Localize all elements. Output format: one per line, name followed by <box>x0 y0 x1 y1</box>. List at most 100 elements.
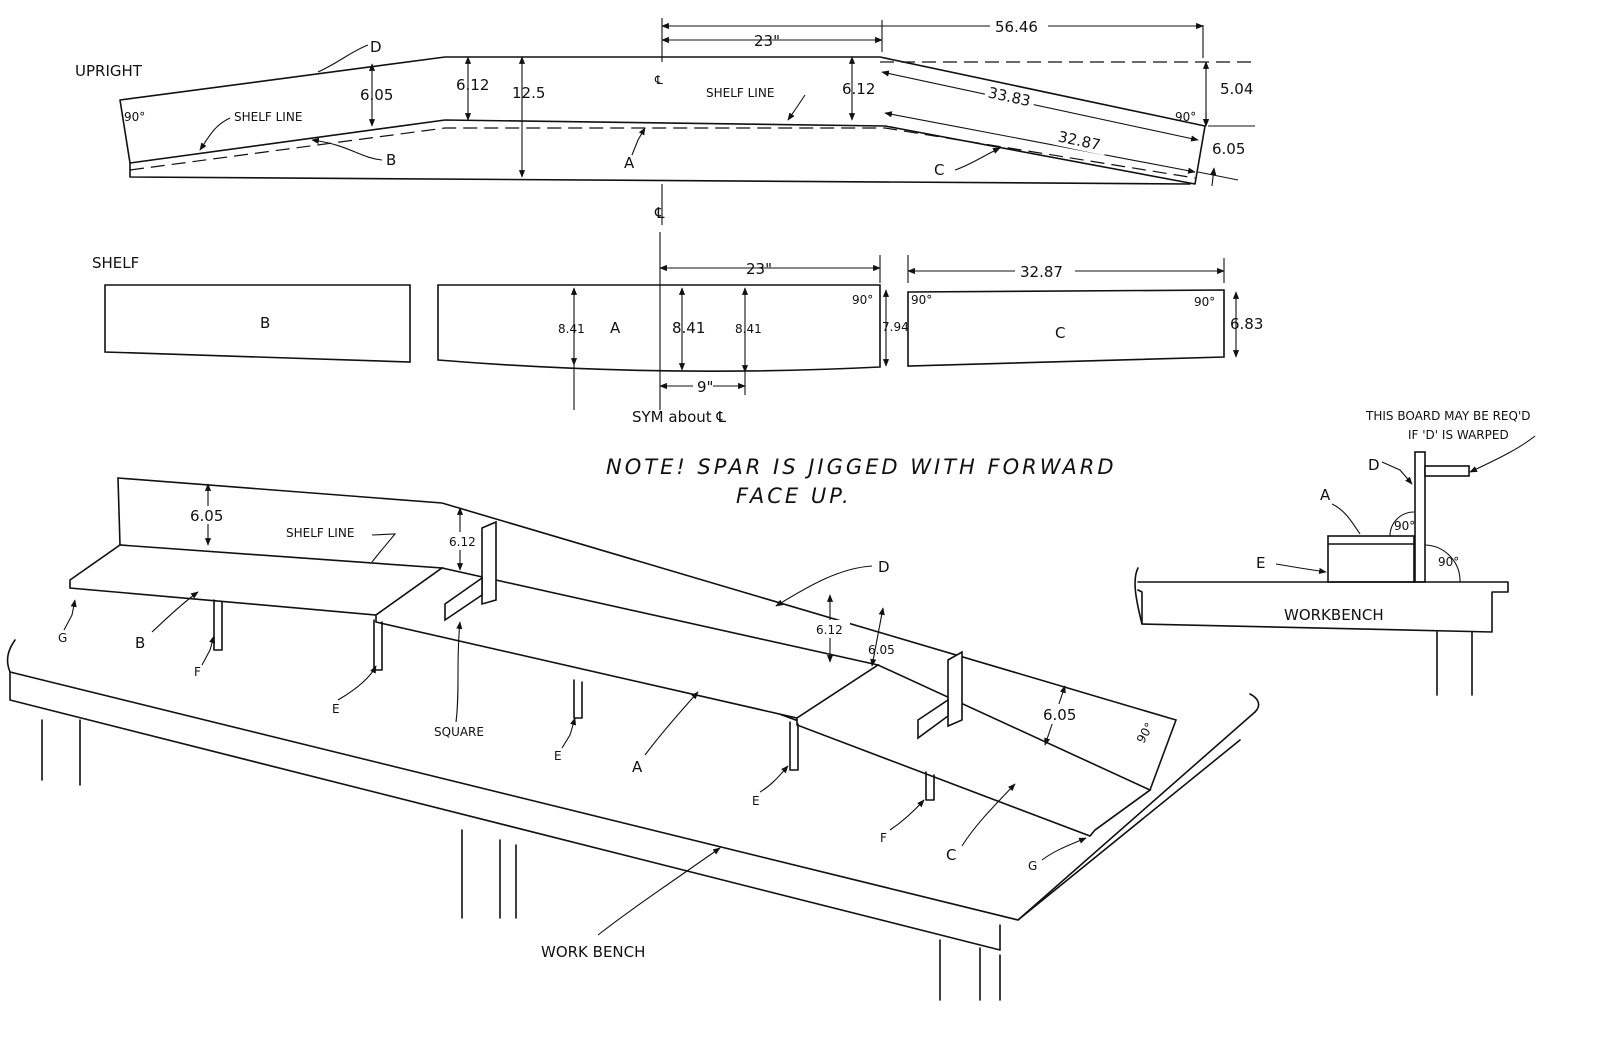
shelf-view: SHELF B A C 23" 32.87 8.41 8.41 8.41 9" … <box>92 232 1263 426</box>
upright-shelf-line <box>129 127 1196 179</box>
upright-dim-605-left: 6.05 <box>360 86 393 104</box>
iso-f2-leader <box>889 799 925 831</box>
shelf-dim-9: 9" <box>697 378 713 396</box>
shelf-label-b: B <box>260 314 270 332</box>
upright-view: UPRIGHT ℄ ℄ D 90° SHELF LINE SHELF LINE … <box>75 16 1255 225</box>
isometric-view: 6.05 SHELF LINE 6.12 D 6.12 6.05 6.05 90… <box>6 477 1260 1001</box>
shelf-panel-a <box>437 284 881 372</box>
side-label-bench: WORKBENCH <box>1284 606 1384 624</box>
iso-support-f1 <box>213 599 223 651</box>
upright-angle-left: 90° <box>124 110 145 124</box>
side-angle-1-arc <box>1389 511 1415 537</box>
upright-angle-right: 90° <box>1175 110 1196 124</box>
shelf-label-c: C <box>1055 324 1065 342</box>
iso-f1-leader <box>201 635 216 666</box>
iso-square-1 <box>481 520 497 606</box>
shelf-dim-794: 7.94 <box>882 320 909 334</box>
upright-dim-605-arr2 <box>1210 167 1217 187</box>
upright-cl-top: ℄ <box>654 73 663 87</box>
upright-dim-125: 12.5 <box>512 84 545 102</box>
iso-shelf-line: SHELF LINE <box>286 526 354 540</box>
iso-label-g1: G <box>58 631 67 645</box>
side-a-leader <box>1331 503 1361 535</box>
iso-label-b: B <box>135 634 145 652</box>
upright-outline <box>119 56 1206 185</box>
iso-label-f2: F <box>880 831 887 845</box>
iso-label-e2: E <box>554 749 562 763</box>
side-board-d <box>1414 451 1426 583</box>
note-line-1: NOTE! SPAR IS JIGGED WITH FORWARD <box>606 455 1117 479</box>
side-angle-2-arc <box>1424 544 1461 583</box>
note-line-2: FACE UP. <box>736 484 852 508</box>
shelf-dim-3287: 32.87 <box>1020 263 1063 281</box>
side-d-leader <box>1381 461 1413 485</box>
iso-label-c: C <box>946 846 956 864</box>
bench-leg-left <box>41 719 81 786</box>
upright-shelf-leader-left <box>199 117 231 151</box>
shelf-angle-2: 90° <box>911 293 932 307</box>
upright-dim-3383-bg <box>983 81 1037 111</box>
iso-label-g2: G <box>1028 859 1037 873</box>
shelf-label-a: A <box>610 319 621 337</box>
upright-dim-3287-line <box>884 111 1196 174</box>
side-block-a <box>1327 535 1415 583</box>
iso-label-a: A <box>632 758 643 776</box>
upright-label-c: C <box>934 161 944 179</box>
side-bench-leg <box>1436 631 1473 696</box>
side-detail: THIS BOARD MAY BE REQ'D IF 'D' IS WARPED… <box>1134 409 1536 696</box>
iso-e3-leader <box>759 765 789 793</box>
iso-dim-605-left-bg <box>188 506 228 524</box>
shelf-dim-841-a: 8.41 <box>558 322 585 336</box>
iso-dim-612-left-bg <box>446 532 480 550</box>
shelf-sym-note: SYM about ℄ <box>632 408 726 426</box>
iso-square-1-base <box>444 576 483 622</box>
iso-label-bench: WORK BENCH <box>541 943 645 961</box>
iso-dim-612-mid-bg <box>814 620 850 638</box>
upright-label-a: A <box>624 154 635 172</box>
bench-side-face <box>1017 739 1241 921</box>
upright-dim-23: 23" <box>754 32 780 50</box>
side-angle-2: 90° <box>1438 555 1459 569</box>
shelf-dim-841-b: 8.41 <box>672 319 705 337</box>
side-bench-break <box>1134 567 1143 625</box>
side-note-1: THIS BOARD MAY BE REQ'D <box>1365 409 1531 423</box>
iso-dim-605-mid-line <box>870 607 885 667</box>
shelf-dim-841-c: 8.41 <box>735 322 762 336</box>
side-note-leader <box>1469 435 1536 473</box>
iso-g1-leader <box>63 599 77 631</box>
shelf-dim-9-bg <box>693 378 713 394</box>
upright-bottom-edge <box>129 162 1191 185</box>
upright-dim-3287-bg <box>1053 125 1109 156</box>
side-board-extra <box>1424 465 1470 477</box>
upright-dim-612-left: 6.12 <box>456 76 489 94</box>
iso-dim-612-left: 6.12 <box>449 535 476 549</box>
iso-square-2-base <box>917 698 949 740</box>
upright-shelf-line-left: SHELF LINE <box>234 110 302 124</box>
upright-dim-5646: 56.46 <box>995 18 1038 36</box>
bench-leg-mid <box>461 829 517 919</box>
shelf-dim-3287-bg <box>1015 262 1075 280</box>
upright-ext-4 <box>1197 171 1239 181</box>
shelf-angle-3: 90° <box>1194 295 1215 309</box>
upright-dim-5646-bg <box>990 16 1048 34</box>
side-e-leader <box>1275 563 1327 574</box>
iso-dim-612-mid: 6.12 <box>816 623 843 637</box>
iso-a-leader <box>644 691 699 756</box>
upright-dim-504: 5.04 <box>1220 80 1253 98</box>
upright-cl-bottom: ℄ <box>654 204 665 222</box>
side-label-a: A <box>1320 486 1331 504</box>
upright-b-leader <box>311 137 383 161</box>
side-angle-1: 90° <box>1394 519 1415 533</box>
iso-e2-leader <box>561 717 576 749</box>
iso-label-d: D <box>878 558 890 576</box>
iso-dim-605-right-bg <box>1040 704 1082 724</box>
upright-a-leader <box>631 127 646 156</box>
iso-dim-605-right: 6.05 <box>1043 706 1076 724</box>
upright-label-d: D <box>370 38 382 56</box>
side-note-2: IF 'D' IS WARPED <box>1408 428 1509 442</box>
note-block: NOTE! SPAR IS JIGGED WITH FORWARD FACE U… <box>606 455 1117 508</box>
upright-label-b: B <box>386 151 396 169</box>
iso-b-leader <box>151 591 199 633</box>
iso-support-e3 <box>789 721 799 771</box>
iso-square-leader <box>455 621 463 723</box>
